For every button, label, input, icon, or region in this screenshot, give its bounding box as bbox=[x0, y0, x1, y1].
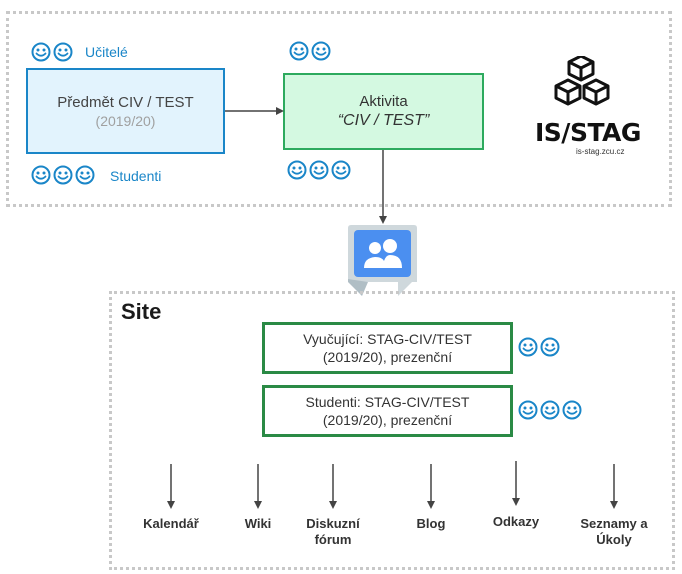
teachers-label: Učitelé bbox=[85, 44, 128, 60]
isstag-logo-text: IS/STAG bbox=[535, 118, 641, 147]
activity-box: Aktivita “CIV / TEST” bbox=[283, 73, 484, 150]
site-title: Site bbox=[121, 299, 162, 324]
teachers-group-box: Vyučující: STAG-CIV/TEST (2019/20), prez… bbox=[262, 322, 513, 374]
tool-wiki: Wiki bbox=[228, 516, 288, 532]
tool-odkazy: Odkazy bbox=[476, 514, 556, 530]
tool-blog-label: Blog bbox=[416, 516, 446, 531]
tool-forum: Diskuzní fórum bbox=[293, 516, 373, 548]
isstag-frame bbox=[6, 11, 672, 207]
isstag-logo-url: is-stag.zcu.cz bbox=[576, 147, 625, 156]
google-groups-icon bbox=[348, 225, 417, 296]
subject-title: Předmět CIV / TEST bbox=[57, 94, 194, 111]
teachers-group-line2: (2019/20), prezenční bbox=[322, 349, 453, 365]
tool-blog: Blog bbox=[401, 516, 461, 532]
tool-seznamy-label-line2: Úkoly bbox=[596, 532, 632, 547]
tool-kalendar: Kalendář bbox=[126, 516, 216, 532]
students-group-line1: Studenti: STAG-CIV/TEST bbox=[305, 394, 470, 410]
teachers-group-line1: Vyučující: STAG-CIV/TEST bbox=[303, 331, 472, 347]
activity-title: Aktivita bbox=[359, 93, 408, 110]
tool-seznamy-label-line1: Seznamy a bbox=[580, 516, 648, 531]
tool-odkazy-label: Odkazy bbox=[492, 514, 540, 529]
students-label: Studenti bbox=[110, 168, 162, 184]
tool-forum-label-line2: fórum bbox=[314, 532, 352, 547]
students-group-line2: (2019/20), prezenční bbox=[322, 412, 453, 428]
tool-kalendar-label: Kalendář bbox=[143, 516, 199, 531]
activity-code: “CIV / TEST” bbox=[337, 112, 430, 129]
tool-forum-label-line1: Diskuzní bbox=[306, 516, 360, 531]
tool-wiki-label: Wiki bbox=[244, 516, 272, 531]
students-group-box: Studenti: STAG-CIV/TEST (2019/20), preze… bbox=[262, 385, 513, 437]
site-frame bbox=[109, 291, 675, 570]
isstag-logo-icon bbox=[554, 56, 610, 106]
tool-seznamy: Seznamy a Úkoly bbox=[564, 516, 664, 548]
subject-box: Předmět CIV / TEST (2019/20) bbox=[26, 68, 225, 154]
subject-year: (2019/20) bbox=[95, 113, 156, 129]
